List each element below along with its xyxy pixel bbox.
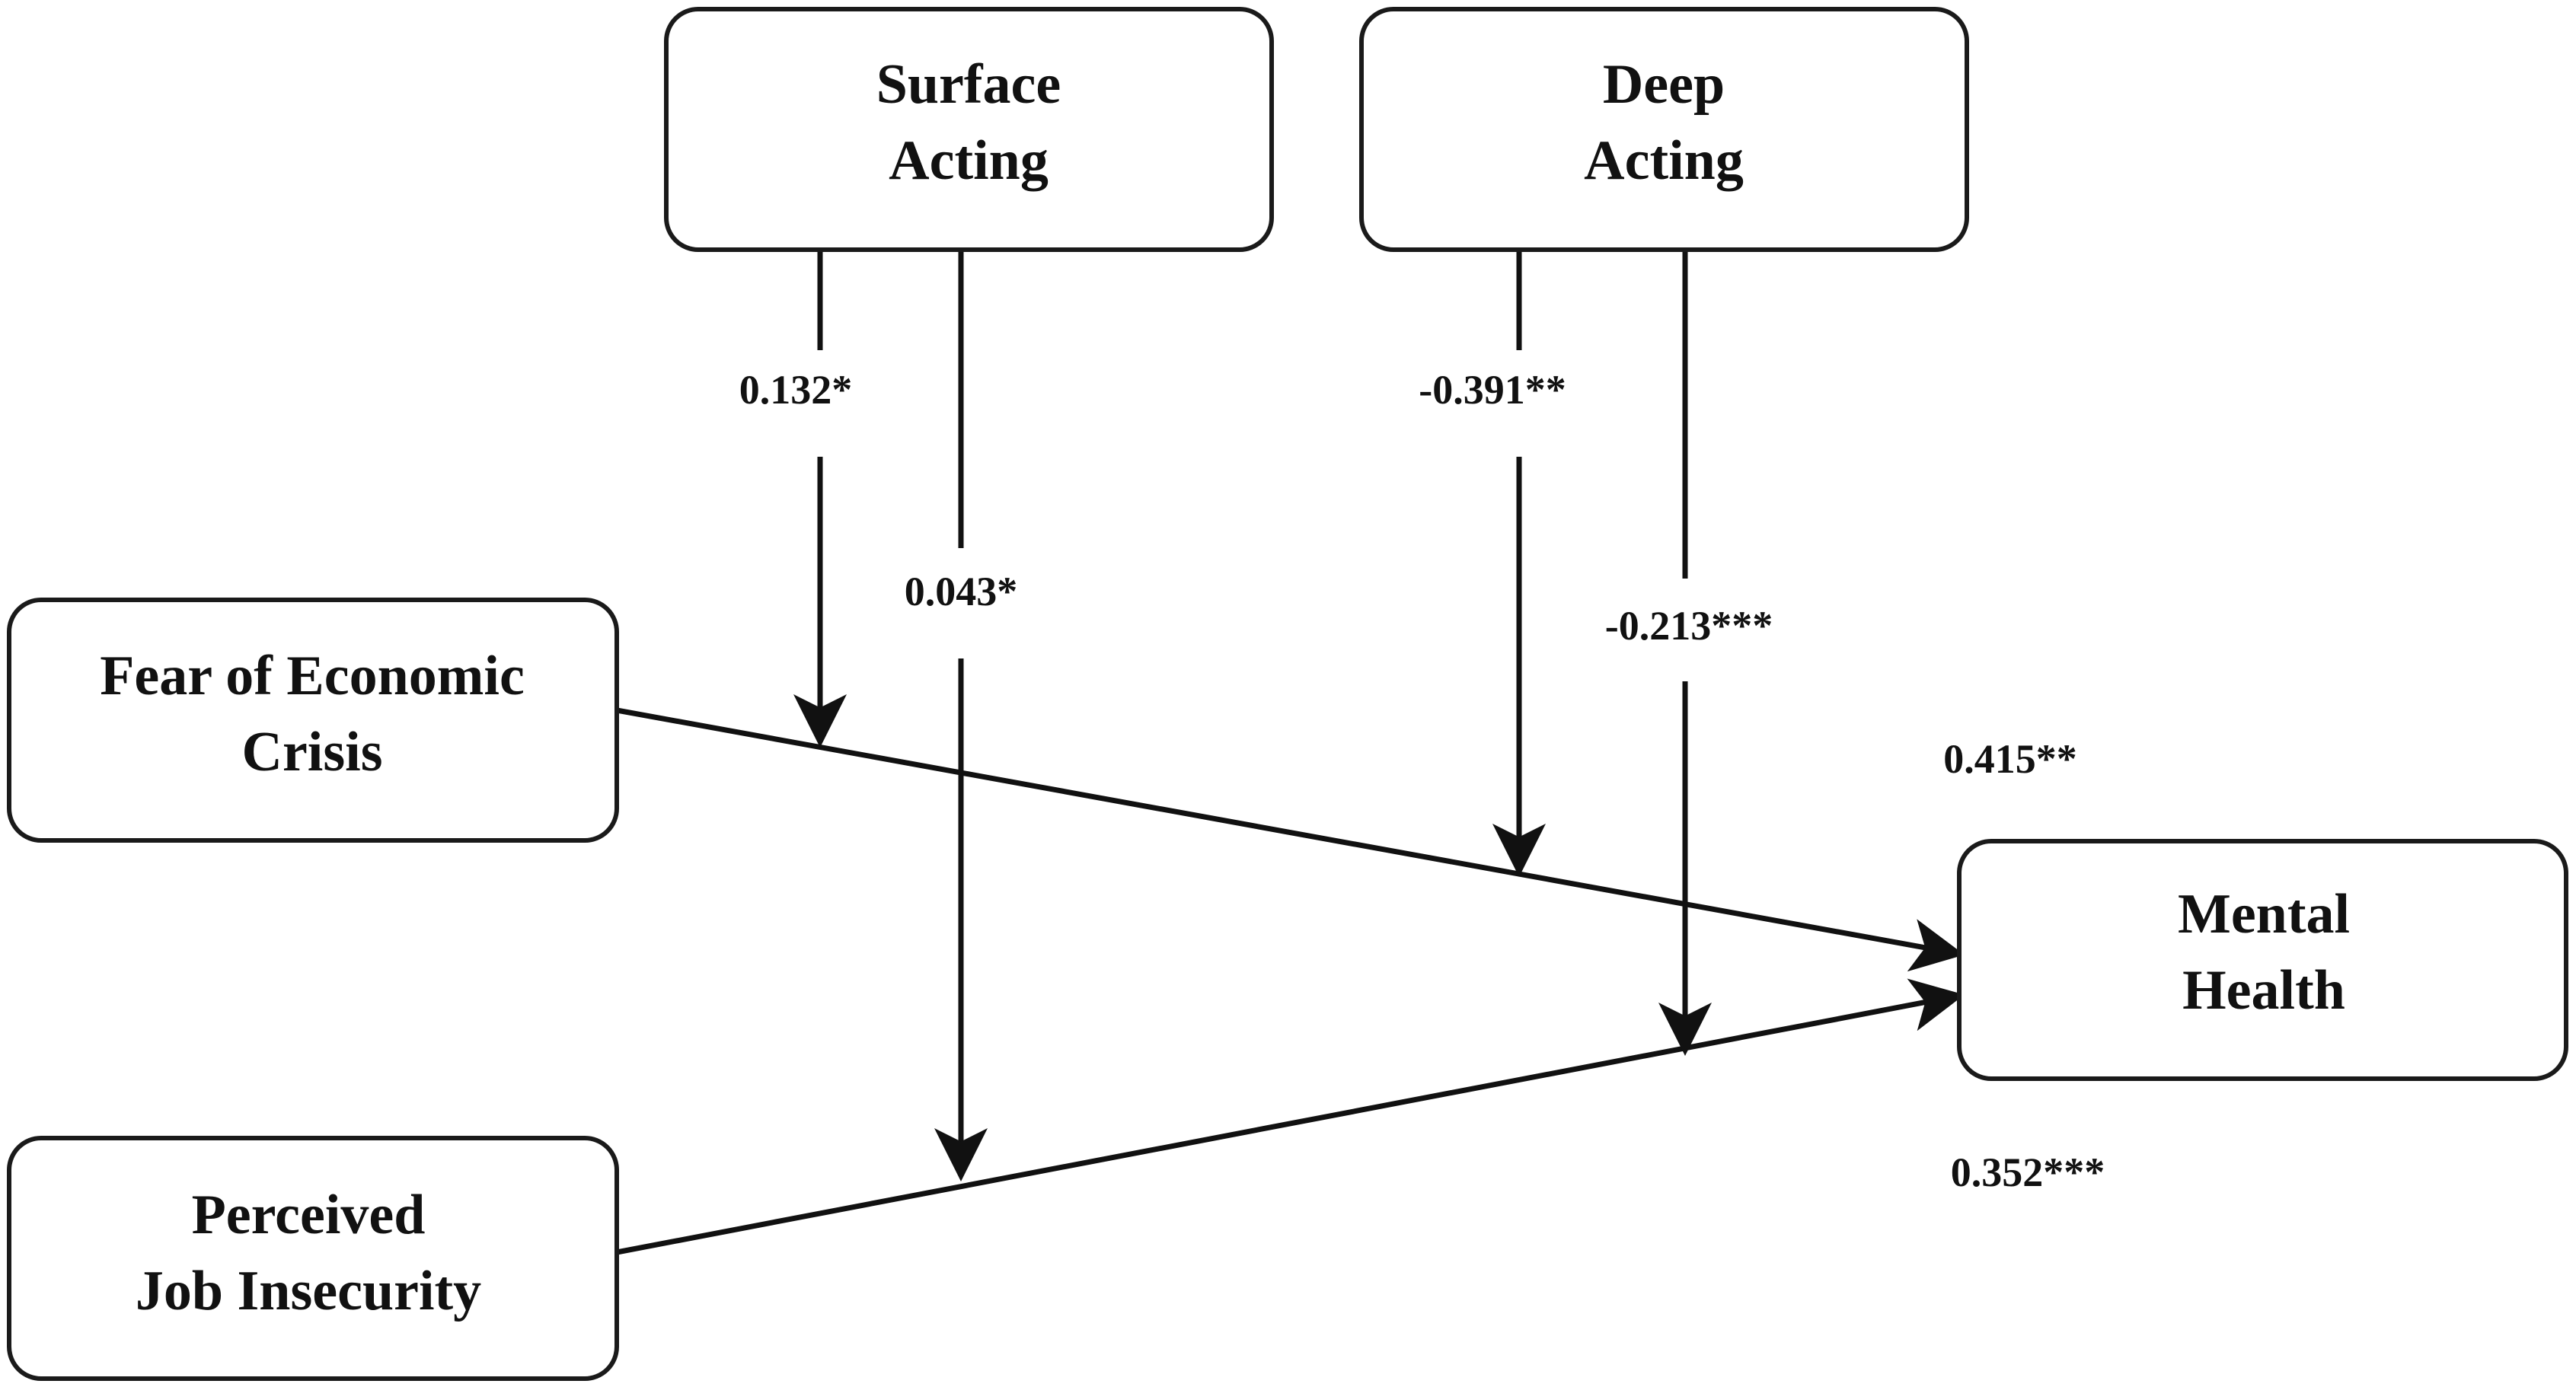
surface-to-fear-coefficient: 0.132*: [739, 367, 853, 413]
perceived-job-insecurity-node: Perceived Job Insecurity: [7, 1136, 619, 1381]
surface-acting-label-line2: Acting: [889, 129, 1049, 192]
mental-health-node: Mental Health: [1957, 839, 2568, 1081]
deep-acting-node: Deep Acting: [1359, 7, 1969, 252]
surface-acting-node: Surface Acting: [664, 7, 1274, 252]
deep-to-fear-coefficient: -0.391**: [1419, 367, 1566, 413]
job-insecurity-label-line1: Perceived: [192, 1184, 426, 1246]
surface-acting-label-line1: Surface: [876, 53, 1061, 116]
fear-to-mental-health-arrow: [616, 707, 1965, 972]
mental-health-label-line1: Mental: [2178, 883, 2350, 945]
job-insecurity-to-mental-health-arrow: [616, 978, 1965, 1255]
fear-label-line2: Crisis: [242, 721, 383, 783]
fear-of-economic-crisis-node: Fear of Economic Crisis: [7, 598, 619, 843]
deep-acting-label-line1: Deep: [1603, 53, 1725, 116]
fear-label-line1: Fear of Economic: [100, 645, 525, 707]
job-insecurity-label-line2: Job Insecurity: [136, 1260, 481, 1322]
fear-to-mental-health-coefficient: 0.415**: [1943, 736, 2077, 782]
job-to-mental-health-coefficient: 0.352***: [1951, 1149, 2105, 1195]
deep-to-job-coefficient: -0.213***: [1605, 603, 1773, 649]
deep-acting-label-line2: Acting: [1584, 129, 1744, 192]
mental-health-label-line2: Health: [2182, 959, 2345, 1022]
surface-to-job-coefficient: 0.043*: [905, 569, 1018, 614]
